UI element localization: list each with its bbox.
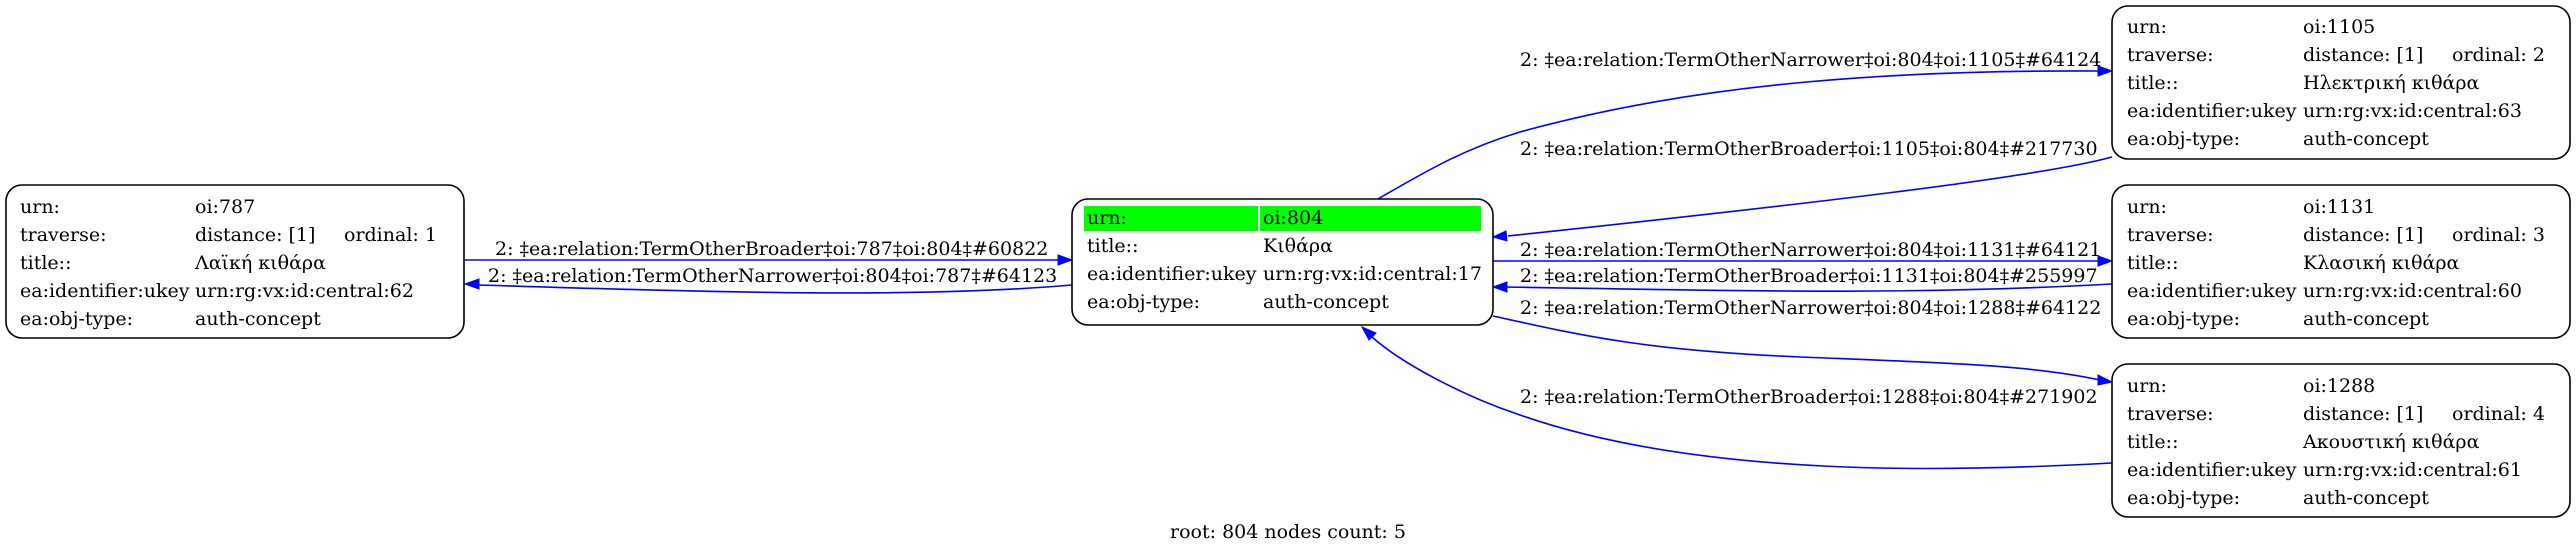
- node-1131-ukey: urn:rg:vx:id:central:60: [2303, 280, 2522, 302]
- edge-broader-787: 2: ‡ea:relation:TermOtherBroader‡oi:787‡…: [465, 238, 1074, 266]
- node-1288-ukey-key: ea:identifier:ukey: [2127, 459, 2297, 481]
- node-1288-urn-key: urn:: [2127, 375, 2167, 397]
- node-787-urn-key: urn:: [20, 196, 60, 218]
- node-1288-title: Ακουστική κιθάρα: [2302, 431, 2480, 453]
- node-1131-ordinal: ordinal: 3: [2452, 224, 2545, 246]
- node-787-ukey: urn:rg:vx:id:central:62: [195, 280, 414, 302]
- edge-label-narrower-1288: 2: ‡ea:relation:TermOtherNarrower‡oi:804…: [1520, 297, 2101, 319]
- edge-narrower-1288: 2: ‡ea:relation:TermOtherNarrower‡oi:804…: [1492, 297, 2114, 386]
- edge-label-broader-787: 2: ‡ea:relation:TermOtherBroader‡oi:787‡…: [495, 238, 1048, 260]
- node-1131-distance: distance: [1]: [2303, 224, 2423, 246]
- node-root-ukey-key: ea:identifier:ukey: [1087, 263, 1257, 285]
- node-1131-title-key: title::: [2127, 252, 2178, 274]
- node-root-title: Κιθάρα: [1263, 235, 1333, 257]
- node-1288-title-key: title::: [2127, 431, 2178, 453]
- edge-label-narrower-787: 2: ‡ea:relation:TermOtherNarrower‡oi:804…: [488, 265, 1057, 287]
- node-1131[interactable]: urn: oi:1131 traverse: distance: [1] ord…: [2111, 184, 2571, 339]
- node-1131-urn-key: urn:: [2127, 196, 2167, 218]
- edge-broader-1131: 2: ‡ea:relation:TermOtherBroader‡oi:1131…: [1491, 265, 2113, 293]
- node-1131-ukey-key: ea:identifier:ukey: [2127, 280, 2297, 302]
- node-1131-type: auth-concept: [2303, 308, 2429, 330]
- root-urn-value-highlight: [1260, 206, 1481, 231]
- node-root-type: auth-concept: [1263, 291, 1389, 313]
- node-root-urn-key: urn:: [1087, 207, 1127, 229]
- node-787[interactable]: urn: oi:787 traverse: distance: [1] ordi…: [5, 184, 465, 339]
- node-root-urn: oi:804: [1263, 207, 1323, 229]
- node-1105-type-key: ea:obj-type:: [2127, 128, 2240, 150]
- node-root-type-key: ea:obj-type:: [1087, 291, 1200, 313]
- node-1288-type-key: ea:obj-type:: [2127, 487, 2240, 509]
- node-1131-urn: oi:1131: [2303, 196, 2375, 218]
- node-787-title: Λαϊκή κιθάρα: [194, 252, 326, 274]
- node-1105-distance: distance: [1]: [2303, 44, 2423, 66]
- node-787-distance: distance: [1]: [195, 224, 315, 246]
- node-787-title-key: title::: [20, 252, 71, 274]
- node-787-ukey-key: ea:identifier:ukey: [20, 280, 190, 302]
- node-787-urn: oi:787: [195, 196, 255, 218]
- node-1288-traverse-key: traverse:: [2127, 403, 2214, 425]
- node-1131-title: Κλασική κιθάρα: [2303, 252, 2460, 274]
- node-1288-ordinal: ordinal: 4: [2452, 403, 2545, 425]
- node-1105-title-key: title::: [2127, 72, 2178, 94]
- node-1105-urn: oi:1105: [2303, 16, 2375, 38]
- node-1105-urn-key: urn:: [2127, 16, 2167, 38]
- edge-label-narrower-1131: 2: ‡ea:relation:TermOtherNarrower‡oi:804…: [1520, 239, 2101, 261]
- edge-narrower-1105: 2: ‡ea:relation:TermOtherNarrower‡oi:804…: [1377, 49, 2114, 200]
- node-root-title-key: title::: [1087, 235, 1138, 257]
- node-1288[interactable]: urn: oi:1288 traverse: distance: [1] ord…: [2111, 363, 2571, 518]
- node-1105-traverse-key: traverse:: [2127, 44, 2214, 66]
- node-1105-title: Ηλεκτρική κιθάρα: [2303, 72, 2480, 94]
- node-787-type: auth-concept: [195, 308, 321, 330]
- node-787-ordinal: ordinal: 1: [344, 224, 437, 246]
- edge-narrower-787: 2: ‡ea:relation:TermOtherNarrower‡oi:804…: [463, 265, 1073, 294]
- node-787-traverse-key: traverse:: [20, 224, 107, 246]
- node-root-ukey: urn:rg:vx:id:central:17: [1263, 263, 1482, 285]
- edge-label-broader-1131: 2: ‡ea:relation:TermOtherBroader‡oi:1131…: [1520, 265, 2098, 287]
- edge-broader-1105: 2: ‡ea:relation:TermOtherBroader‡oi:1105…: [1491, 138, 2113, 242]
- node-1105[interactable]: urn: oi:1105 traverse: distance: [1] ord…: [2111, 5, 2571, 160]
- node-1105-type: auth-concept: [2303, 128, 2429, 150]
- node-root-804[interactable]: urn: oi:804 title:: Κιθάρα ea:identifier…: [1071, 198, 1494, 326]
- edge-label-broader-1288: 2: ‡ea:relation:TermOtherBroader‡oi:1288…: [1520, 386, 2098, 408]
- node-1288-ukey: urn:rg:vx:id:central:61: [2303, 459, 2522, 481]
- edge-label-narrower-1105: 2: ‡ea:relation:TermOtherNarrower‡oi:804…: [1520, 49, 2101, 71]
- graph-footer: root: 804 nodes count: 5: [1170, 521, 1406, 543]
- edge-label-broader-1105: 2: ‡ea:relation:TermOtherBroader‡oi:1105…: [1520, 138, 2098, 160]
- node-787-type-key: ea:obj-type:: [20, 308, 133, 330]
- edges: 2: ‡ea:relation:TermOtherBroader‡oi:787‡…: [463, 49, 2114, 470]
- root-urn-key-highlight: [1084, 206, 1258, 231]
- edge-narrower-1131: 2: ‡ea:relation:TermOtherNarrower‡oi:804…: [1493, 239, 2114, 267]
- node-1105-ukey: urn:rg:vx:id:central:63: [2303, 100, 2522, 122]
- node-1131-traverse-key: traverse:: [2127, 224, 2214, 246]
- node-1131-type-key: ea:obj-type:: [2127, 308, 2240, 330]
- node-1105-ordinal: ordinal: 2: [2452, 44, 2545, 66]
- node-1105-ukey-key: ea:identifier:ukey: [2127, 100, 2297, 122]
- edge-broader-1288: 2: ‡ea:relation:TermOtherBroader‡oi:1288…: [1360, 325, 2113, 470]
- node-1288-type: auth-concept: [2303, 487, 2429, 509]
- node-1288-distance: distance: [1]: [2303, 403, 2423, 425]
- node-1288-urn: oi:1288: [2303, 375, 2375, 397]
